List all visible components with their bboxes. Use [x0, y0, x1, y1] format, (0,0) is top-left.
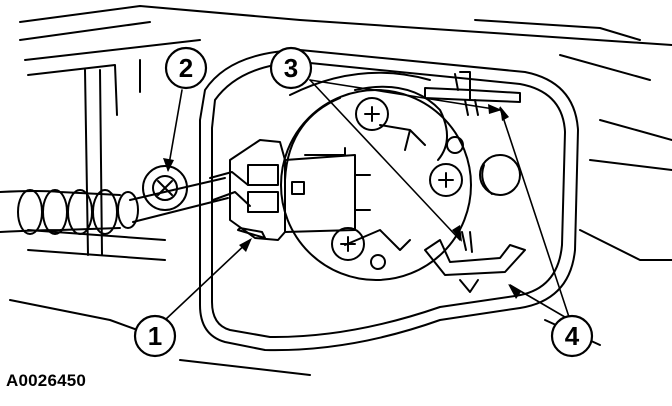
- electrical-connector: [229, 139, 371, 241]
- leader-arrowheads: [163, 104, 521, 299]
- ground-screw-icon: [142, 165, 188, 211]
- wiring-harness: [0, 171, 251, 235]
- callout-3: 3: [269, 46, 313, 90]
- svg-text:2: 2: [179, 53, 193, 83]
- socket-screw-icon: [331, 97, 463, 261]
- lamp-housing-panel: [199, 49, 579, 352]
- callout-4: 4: [550, 314, 594, 358]
- upper-retaining-clip: [424, 71, 521, 116]
- callout-2: 2: [164, 46, 208, 90]
- leader-lines: [164, 79, 571, 321]
- housing-frame: [9, 5, 672, 376]
- svg-text:1: 1: [148, 321, 162, 351]
- lower-retaining-clip: [424, 231, 526, 293]
- callout-1: 1: [133, 314, 177, 358]
- svg-text:4: 4: [565, 321, 580, 351]
- svg-text:3: 3: [284, 53, 298, 83]
- figure-id: A0026450: [6, 371, 87, 390]
- bulb-socket: [280, 89, 521, 281]
